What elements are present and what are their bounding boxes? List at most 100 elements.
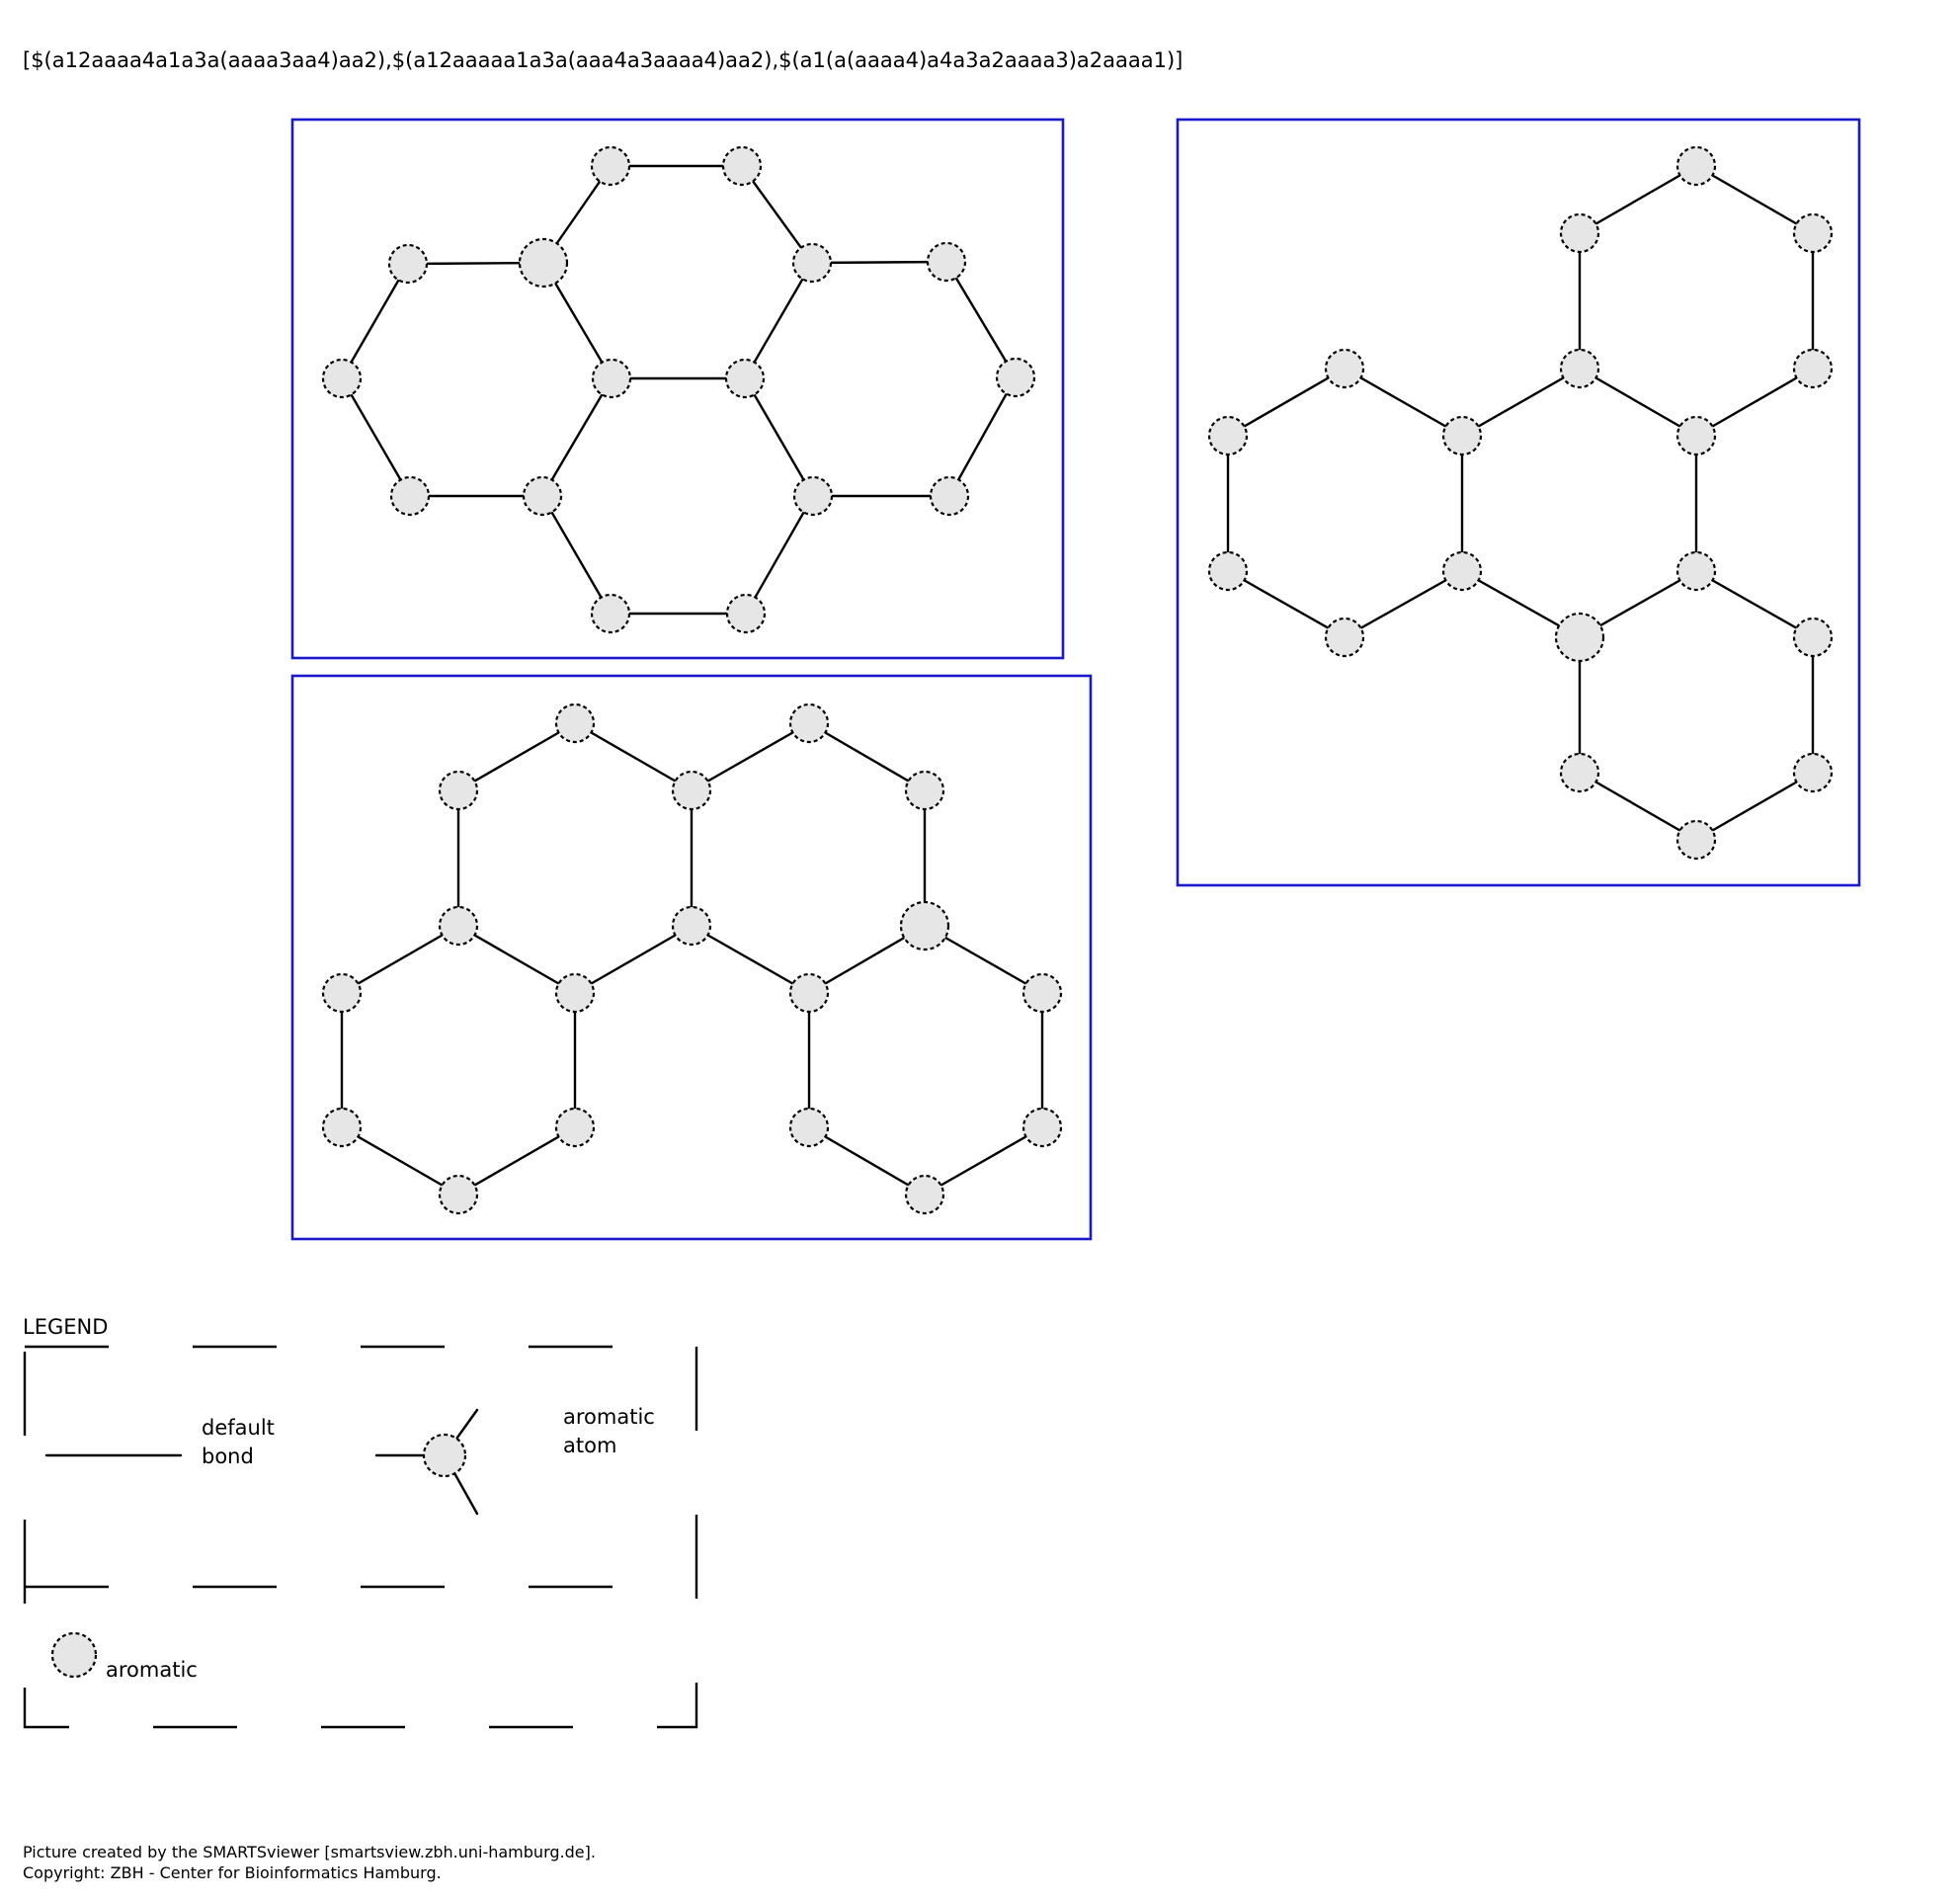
aromatic-atom [1207, 550, 1249, 592]
aromatic-atom [1675, 819, 1717, 861]
bond [1694, 164, 1815, 235]
aromatic-atom [904, 1174, 945, 1215]
bond [340, 1125, 460, 1197]
bond [690, 721, 811, 792]
aromatic-atom [1792, 348, 1834, 389]
aromatic-atom [671, 770, 712, 811]
bond [340, 376, 412, 498]
aromatic-atom [926, 241, 967, 283]
legend-aromatic-circle [50, 1631, 98, 1679]
aromatic-atom [321, 358, 363, 399]
legend-atom-circle [422, 1433, 467, 1478]
molecule-drawings [321, 145, 1834, 1215]
aromatic-atom [522, 475, 563, 517]
bond [1343, 367, 1464, 438]
bond [573, 924, 694, 995]
aromatic-atom [591, 358, 632, 399]
molecule-3-frame [290, 674, 1093, 1241]
legend-atom-label-2: atom [563, 1434, 616, 1457]
bond [1694, 367, 1815, 438]
aromatic-atom [671, 905, 712, 947]
bond [944, 260, 1018, 379]
bond [1694, 771, 1815, 842]
aromatic-atom [1441, 550, 1483, 592]
aromatic-atom [929, 475, 970, 517]
aromatic-atom [518, 237, 569, 289]
aromatic-atom [389, 475, 431, 517]
legend-aromatic-atom [374, 1408, 479, 1516]
aromatic-atom [554, 702, 596, 744]
bond [540, 494, 612, 616]
bond [456, 721, 577, 792]
footer-credit: Picture created by the SMARTSviewer [sma… [23, 1843, 596, 1861]
aromatic-atom [1675, 145, 1717, 187]
aromatic-atom [788, 702, 830, 744]
bond [1578, 164, 1698, 235]
aromatic-atom [1559, 212, 1600, 254]
aromatic-atom [1207, 415, 1249, 456]
bond [456, 924, 577, 995]
bond [744, 494, 815, 616]
aromatic-atom [721, 145, 763, 187]
bond [540, 376, 613, 498]
bond [573, 721, 694, 792]
bond [1694, 569, 1815, 639]
aromatic-atom [387, 243, 429, 285]
bond [923, 1125, 1044, 1197]
aromatic-atom [321, 1107, 363, 1148]
bond [947, 375, 1018, 498]
smarts-pattern: [$(a12aaaa4a1a3a(aaaa3aa4)aa2),$(a12aaaa… [23, 48, 1183, 72]
legend-frame [23, 1345, 698, 1729]
bond [340, 924, 460, 995]
aromatic-atom [792, 475, 834, 517]
legend-aromatic-label: aromatic [106, 1658, 198, 1682]
legend-bond-label-2: bond [202, 1445, 254, 1468]
molecule-2 [1207, 145, 1834, 861]
bond [1226, 367, 1347, 438]
bond [743, 261, 814, 380]
aromatic-atom [1675, 550, 1717, 592]
aromatic-atom [725, 593, 767, 634]
aromatic-atom [791, 242, 833, 284]
bond [810, 260, 948, 265]
bond [807, 1125, 927, 1197]
bond [1578, 771, 1698, 842]
bond [1460, 367, 1582, 438]
aromatic-atom [438, 1174, 479, 1215]
aromatic-atom [1792, 752, 1834, 793]
legend-atom-label-1: aromatic [563, 1405, 655, 1429]
bond [740, 164, 814, 265]
aromatic-atom [590, 145, 631, 187]
aromatic-atom [321, 972, 363, 1014]
aromatic-atom [1441, 415, 1483, 456]
aromatic-atom [1559, 348, 1600, 389]
aromatic-atom [788, 1107, 830, 1148]
aromatic-atom [438, 905, 479, 947]
aromatic-atom [1559, 752, 1600, 793]
aromatic-atom [554, 1107, 596, 1148]
aromatic-atom [1021, 1107, 1063, 1148]
aromatic-atom [554, 972, 596, 1014]
aromatic-atom [590, 593, 631, 634]
legend-title: LEGEND [23, 1315, 108, 1339]
molecule-1 [321, 145, 1036, 634]
molecule-3 [321, 702, 1063, 1215]
bond [807, 721, 927, 792]
aromatic-atom [1792, 617, 1834, 658]
molecule-1-frame [290, 118, 1065, 660]
aromatic-atom [1324, 348, 1365, 389]
bond [456, 1125, 577, 1197]
molecule-2-frame [1176, 118, 1861, 887]
aromatic-atom [904, 770, 945, 811]
aromatic-atom [1792, 212, 1834, 254]
aromatic-atom [1021, 972, 1063, 1014]
bond [340, 262, 410, 380]
footer-copyright: Copyright: ZBH - Center for Bioinformati… [23, 1863, 442, 1882]
bond [1343, 569, 1464, 639]
bond [743, 376, 815, 498]
aromatic-atom [438, 770, 479, 811]
aromatic-atom [724, 358, 766, 399]
aromatic-atom [1675, 415, 1717, 456]
aromatic-atom [995, 357, 1036, 398]
